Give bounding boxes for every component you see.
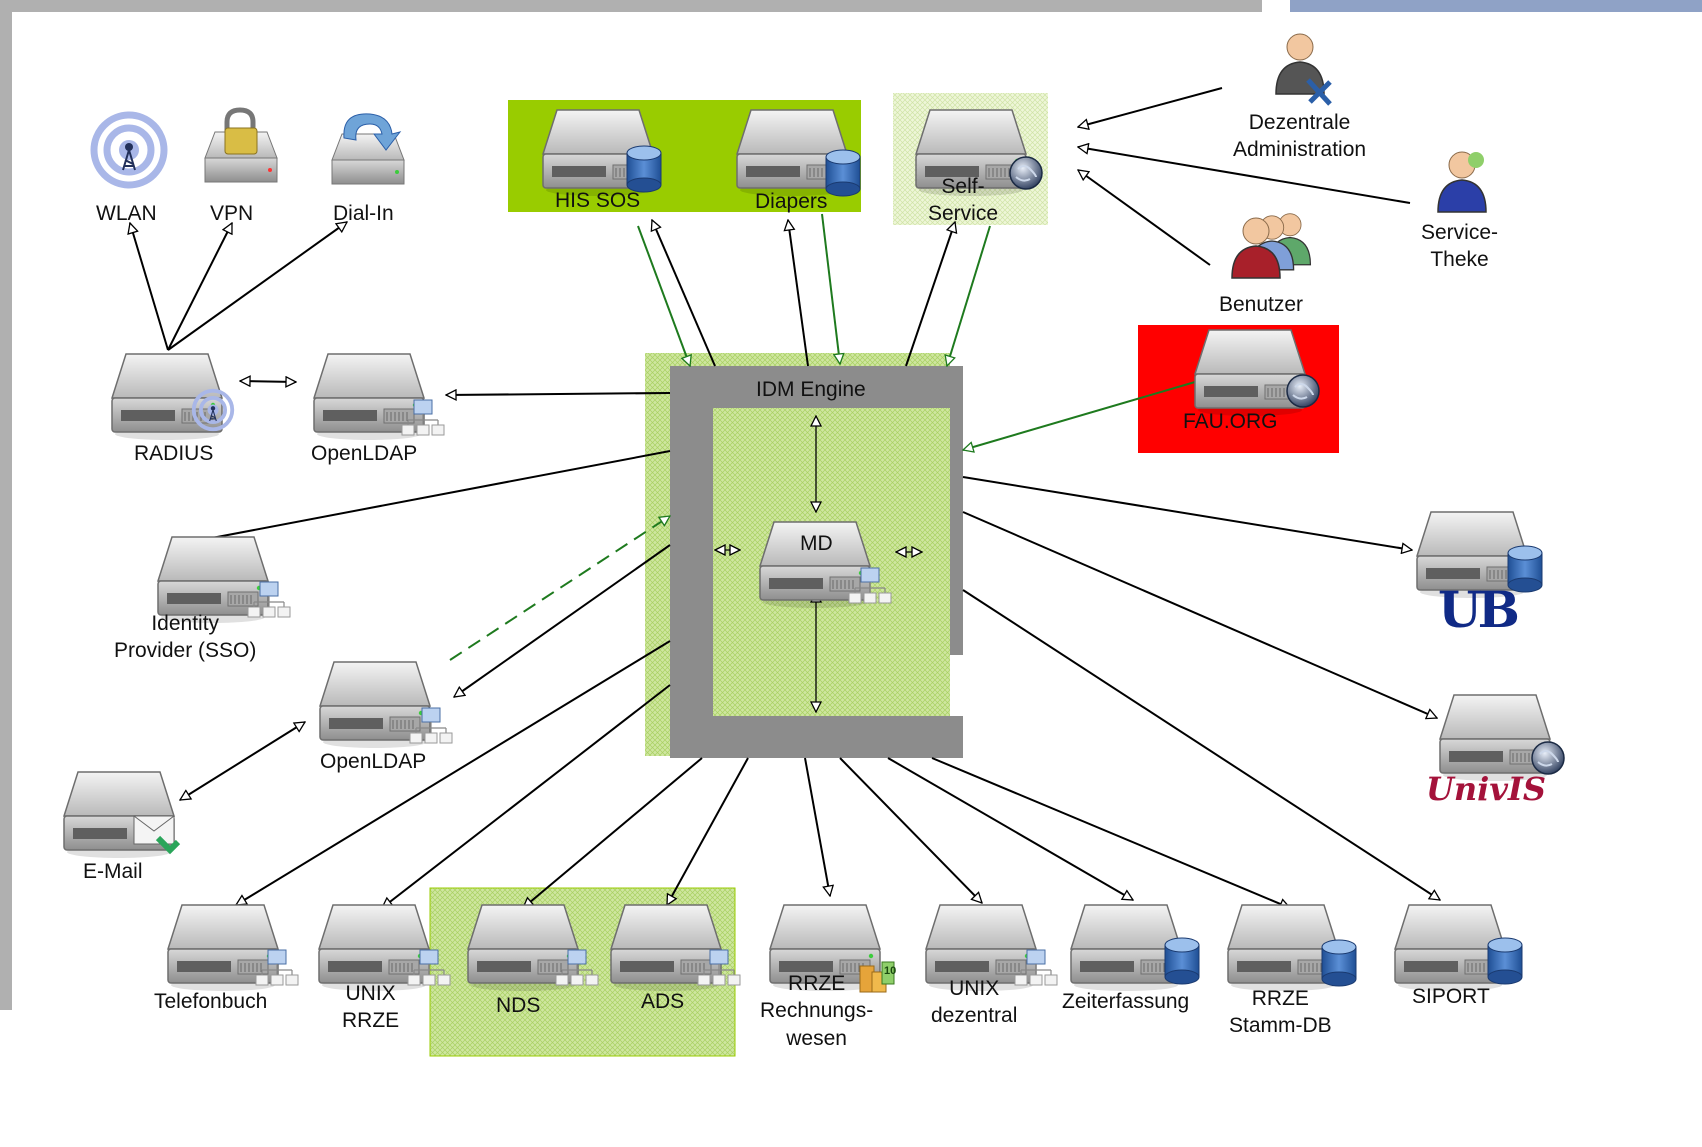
- service-line1: Service-: [1421, 221, 1499, 244]
- database-icon: [1487, 937, 1523, 985]
- openldap-mid-label: OpenLDAP: [320, 750, 427, 773]
- vpn-label: VPN: [210, 202, 254, 225]
- rw-line1: RRZE: [788, 972, 846, 995]
- openldap-top-label: OpenLDAP: [311, 442, 418, 465]
- rw-line3: wesen: [786, 1026, 847, 1050]
- email-label: E-Mail: [83, 860, 143, 883]
- siport-label: SIPORT: [1412, 985, 1490, 1008]
- database-icon: [825, 149, 861, 197]
- service-line2: Theke: [1430, 248, 1489, 272]
- md-label: MD: [800, 532, 833, 555]
- database-icon: [1164, 937, 1200, 985]
- ads-label: ADS: [641, 990, 685, 1013]
- hotline-person-icon: [1437, 151, 1487, 213]
- telefonbuch-label: Telefonbuch: [154, 990, 268, 1013]
- svg-text:10: 10: [884, 965, 896, 977]
- lock-icon: [204, 107, 278, 183]
- unix-dezentral-label: UNIX dezentral: [931, 975, 1017, 1030]
- dialin-arrow-icon: [331, 113, 405, 185]
- self-service-line2: Service: [928, 202, 999, 226]
- his-sos-label: HIS SOS: [555, 189, 641, 212]
- idp-line1: Identity: [151, 612, 220, 635]
- idp-label: Identity Provider (SSO): [114, 610, 256, 665]
- database-icon: [1321, 939, 1357, 987]
- fau-org-label: FAU.ORG: [1183, 410, 1278, 433]
- unix-dez-line1: UNIX: [949, 977, 1000, 1000]
- nds-label: NDS: [496, 994, 541, 1017]
- benutzer-label: Benutzer: [1219, 293, 1304, 316]
- email-server: [63, 771, 175, 859]
- globe-icon: [1286, 374, 1320, 408]
- univis-logo: UnivIS: [1426, 770, 1546, 808]
- wifi-icon: [191, 388, 235, 432]
- unix-dez-line2: dezentral: [931, 1004, 1018, 1028]
- admin-person-icon: [1275, 33, 1332, 106]
- globe-icon: [1009, 156, 1043, 190]
- service-theke-label: Service- Theke: [1421, 219, 1498, 274]
- idp-line2: Provider (SSO): [114, 639, 257, 663]
- rw-line2: Rechnungs-: [760, 999, 874, 1023]
- zeiterfassung-label: Zeiterfassung: [1062, 990, 1190, 1013]
- unix-rrze-line1: UNIX: [345, 982, 396, 1005]
- wifi-icon: [94, 115, 164, 185]
- univis-server: [1439, 694, 1551, 782]
- unix-rrze-line2: RRZE: [342, 1009, 400, 1033]
- ub-logo: UB: [1438, 580, 1520, 639]
- stamm-line2: Stamm-DB: [1229, 1014, 1332, 1038]
- self-service-line1: Self-: [941, 175, 985, 198]
- stamm-line1: RRZE: [1251, 987, 1309, 1010]
- idm-engine-frame: [670, 366, 963, 758]
- coins-icon: 10: [859, 961, 896, 993]
- dezentrale-line2: Administration: [1233, 138, 1367, 162]
- dezentrale-line1: Dezentrale: [1248, 111, 1351, 134]
- wlan-label: WLAN: [96, 202, 157, 225]
- users-group-icon: [1231, 213, 1312, 279]
- dezentrale-admin-label: Dezentrale Administration: [1233, 109, 1366, 164]
- engine-title: IDM Engine: [756, 378, 866, 401]
- diapers-label: Diapers: [755, 190, 828, 213]
- rechnungswesen-label: RRZE Rechnungs- wesen: [760, 970, 873, 1052]
- dialin-label: Dial-In: [333, 202, 394, 225]
- database-icon: [626, 145, 662, 193]
- stamm-db-label: RRZE Stamm-DB: [1229, 985, 1332, 1040]
- mail-icon: [133, 815, 181, 855]
- self-service-label: Self- Service: [928, 173, 998, 228]
- unix-rrze-label: UNIX RRZE: [342, 980, 399, 1035]
- fau-org-server: [1194, 329, 1306, 417]
- radius-label: RADIUS: [134, 442, 214, 465]
